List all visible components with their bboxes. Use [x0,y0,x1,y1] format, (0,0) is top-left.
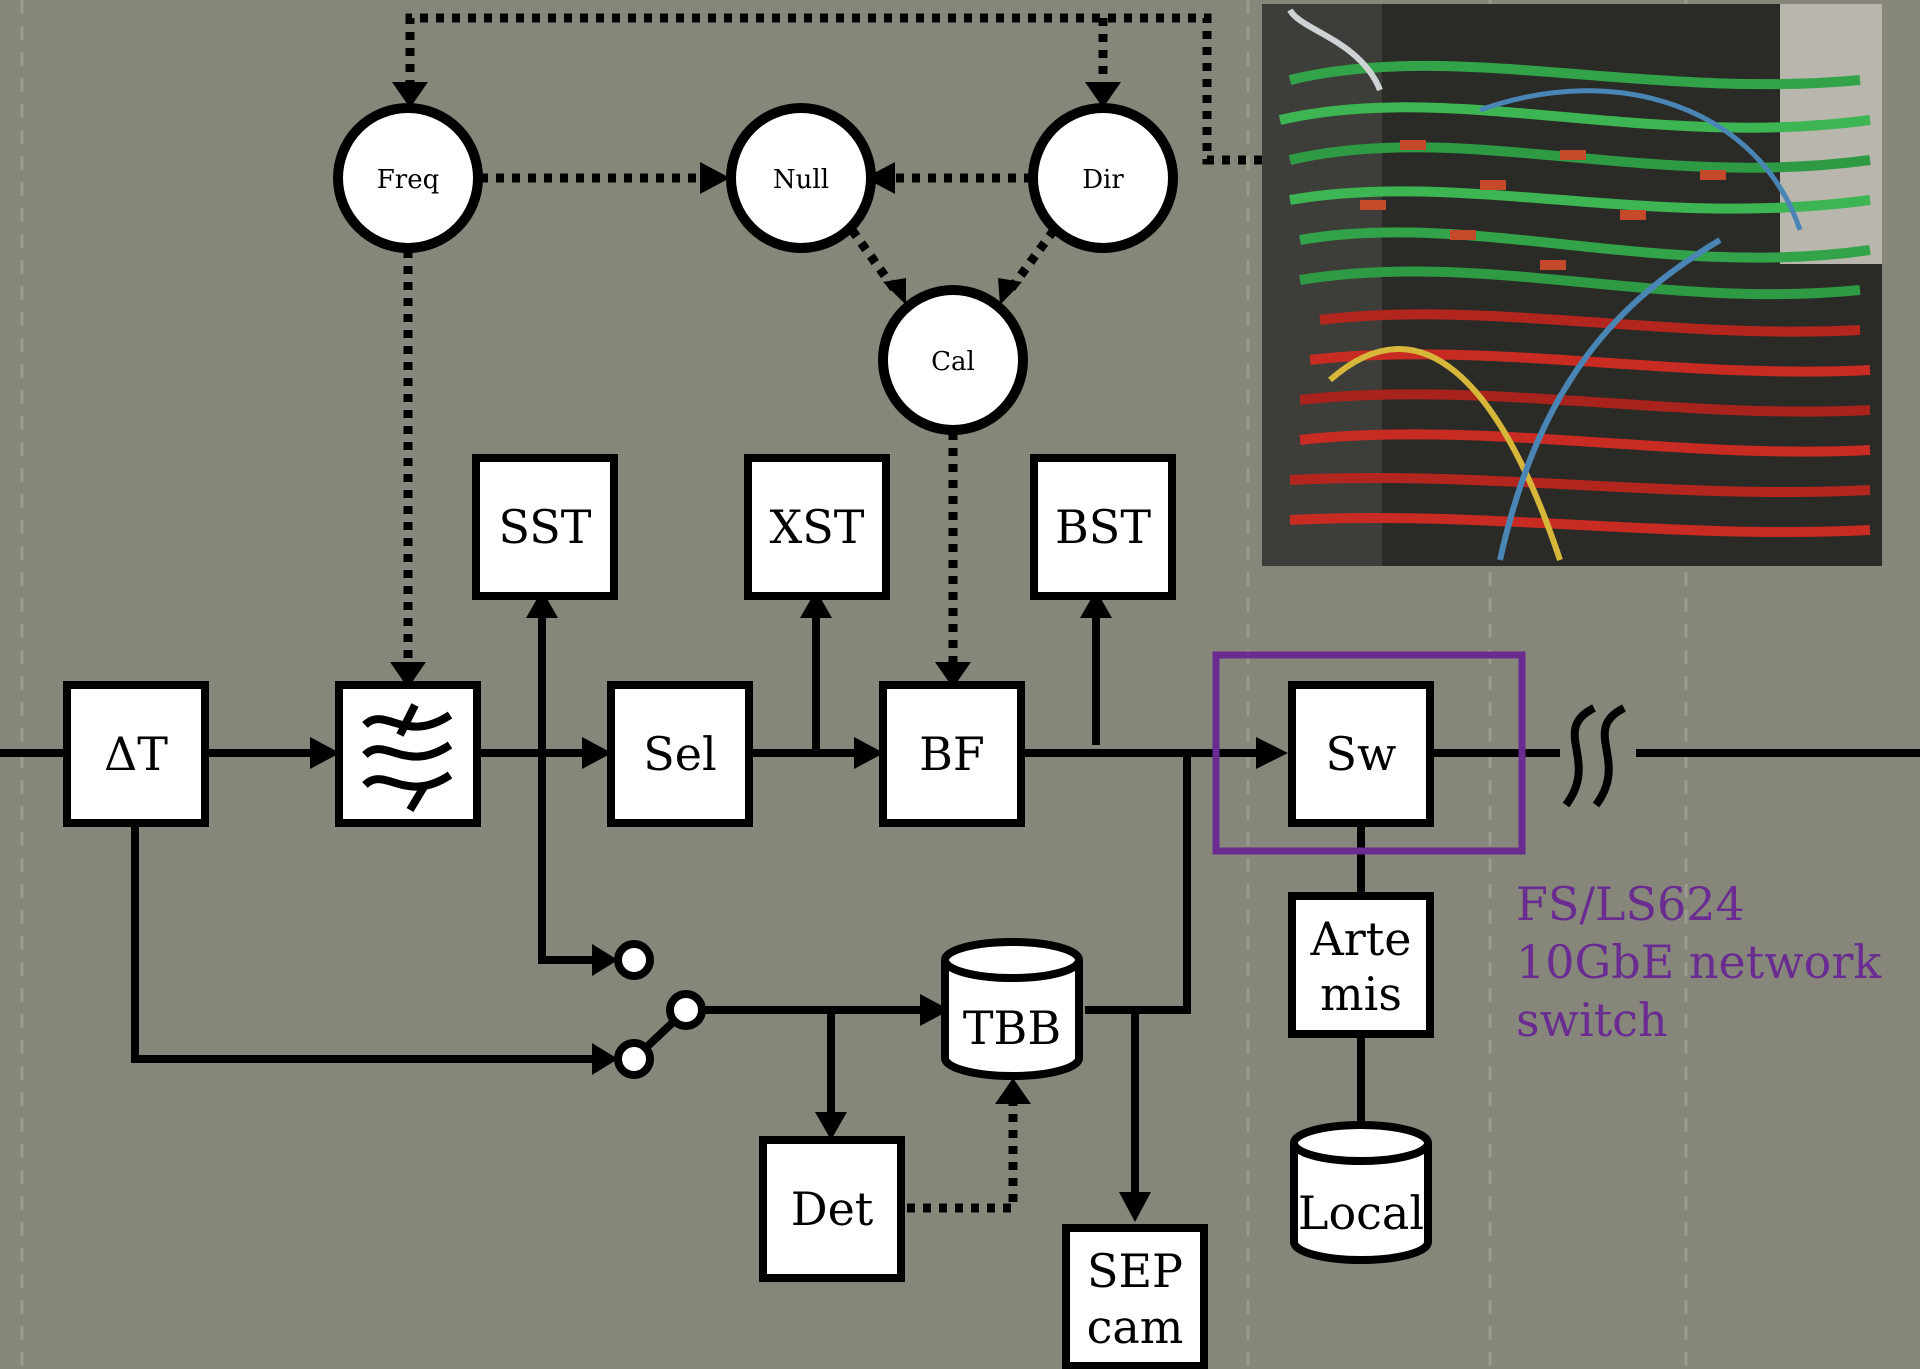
node-delta-t[interactable]: ΔT [67,685,205,823]
node-sel-label: Sel [643,727,716,781]
node-sep-label-2: cam [1087,1300,1184,1354]
annotation-line-2: 10GbE network [1516,935,1882,989]
node-bf-label: BF [919,727,985,781]
node-xst[interactable]: XST [748,458,886,596]
node-cal-label: Cal [931,347,975,377]
node-det-label: Det [791,1182,874,1236]
node-artemis-label-1: Arte [1310,912,1412,966]
node-cal[interactable]: Cal [883,290,1023,430]
node-tbb-label: TBB [963,1001,1061,1055]
node-artemis[interactable]: Arte mis [1292,896,1430,1034]
node-det[interactable]: Det [763,1140,901,1278]
node-sep-cam[interactable]: SEP cam [1066,1228,1204,1366]
node-sel[interactable]: Sel [611,685,749,823]
node-artemis-label-2: mis [1320,967,1402,1021]
switch-annotation: FS/LS624 10GbE network switch [1516,877,1882,1047]
node-freq-label: Freq [377,165,440,195]
node-xst-label: XST [770,500,865,554]
line-break-symbol [1566,708,1624,805]
annotation-line-3: switch [1516,993,1668,1047]
node-null-label: Null [773,165,829,195]
node-filter[interactable] [339,685,477,823]
network-cabling-photo [1262,4,1882,566]
node-dir[interactable]: Dir [1033,108,1173,248]
node-freq[interactable]: Freq [338,108,478,248]
node-local[interactable]: Local [1294,1125,1428,1260]
node-sw[interactable]: Sw [1292,685,1430,823]
node-bst-label: BST [1055,500,1151,554]
node-sw-label: Sw [1326,727,1397,781]
node-bst[interactable]: BST [1034,458,1172,596]
node-sst[interactable]: SST [476,458,614,596]
node-local-label: Local [1298,1186,1424,1240]
node-null[interactable]: Null [731,108,871,248]
switch-contacts [618,944,702,1075]
node-dir-label: Dir [1082,165,1124,195]
annotation-line-1: FS/LS624 [1516,877,1745,931]
node-delta-t-label: ΔT [104,727,168,781]
node-sep-label-1: SEP [1087,1244,1183,1298]
node-bf[interactable]: BF [883,685,1021,823]
node-sst-label: SST [499,500,592,554]
node-tbb[interactable]: TBB [945,942,1079,1076]
